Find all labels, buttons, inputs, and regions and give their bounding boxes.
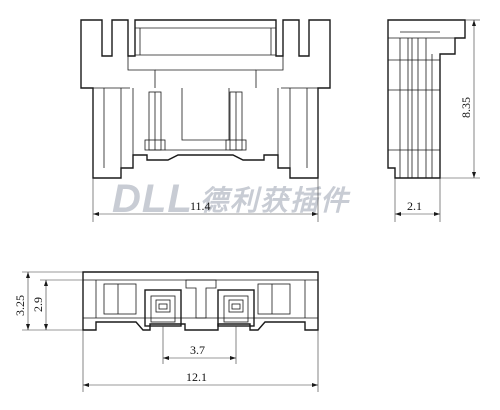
bottom-cavity-right — [217, 289, 255, 327]
watermark-latin: DLL — [112, 177, 193, 221]
dim-side-height: 8.35 — [440, 19, 480, 179]
front-center-notch — [181, 88, 230, 141]
dim-bottom-pitch-label: 3.7 — [190, 343, 205, 357]
dim-pitch-arrow-right — [230, 356, 236, 360]
front-step-right — [255, 56, 284, 88]
bottom-contact-right — [228, 299, 244, 313]
dim-bh-inner-arrow-bottom — [44, 324, 48, 330]
dim-side-arrow-top — [472, 20, 476, 26]
bottom-cavity-right-inner — [223, 295, 249, 323]
dim-bottom-width-label: 12.1 — [186, 370, 207, 384]
bottom-contact-right-tip — [231, 303, 241, 310]
bottom-center-key — [185, 279, 217, 319]
dim-bottom-heights: 3.25 2.9 — [13, 271, 83, 331]
dim-bw-arrow-left — [83, 383, 89, 387]
bottom-cavity-left — [144, 289, 182, 327]
bottom-view-outline — [82, 271, 319, 331]
side-view-outline — [387, 19, 466, 179]
bottom-pocket-left — [103, 283, 137, 315]
bottom-contact-left — [155, 299, 171, 313]
bottom-view — [82, 271, 319, 331]
front-step-left — [127, 56, 156, 88]
front-view-outline — [80, 19, 331, 179]
dim-bottom-pitch: 3.7 — [162, 326, 237, 364]
dim-front-width: 11.4 — [92, 178, 319, 222]
front-pin-right-base — [225, 139, 247, 151]
dim-front-width-label: 11.4 — [190, 199, 211, 213]
bottom-cavity-left-inner — [150, 295, 176, 323]
front-pin-left-base — [144, 139, 166, 151]
dim-bh-inner-arrow-top — [44, 280, 48, 286]
front-view — [80, 19, 331, 179]
dim-front-arrow-left — [93, 212, 99, 216]
dim-bw-arrow-right — [312, 383, 318, 387]
dim-side-width: 2.1 — [394, 178, 441, 222]
dim-bh-outer-arrow-bottom — [26, 324, 30, 330]
watermark-chinese: 德利获插件 — [200, 184, 351, 217]
dim-pitch-arrow-left — [163, 356, 169, 360]
side-view — [387, 19, 466, 179]
bottom-pocket-right — [257, 283, 291, 315]
dim-side-width-label: 2.1 — [407, 199, 422, 213]
dim-sw-arrow-left — [395, 212, 401, 216]
dim-bottom-width: 12.1 — [82, 330, 319, 392]
dim-side-arrow-bottom — [472, 172, 476, 178]
bottom-contact-left-tip — [158, 303, 168, 310]
dim-bottom-outer-height-label: 3.25 — [13, 295, 27, 316]
watermark: DLL 德利获插件 — [112, 177, 351, 221]
dim-front-arrow-right — [312, 212, 318, 216]
dim-sw-arrow-right — [434, 212, 440, 216]
dim-bottom-inner-height-label: 2.9 — [31, 297, 45, 312]
dim-bh-outer-arrow-top — [26, 272, 30, 278]
dim-side-height-label: 8.35 — [459, 97, 473, 118]
